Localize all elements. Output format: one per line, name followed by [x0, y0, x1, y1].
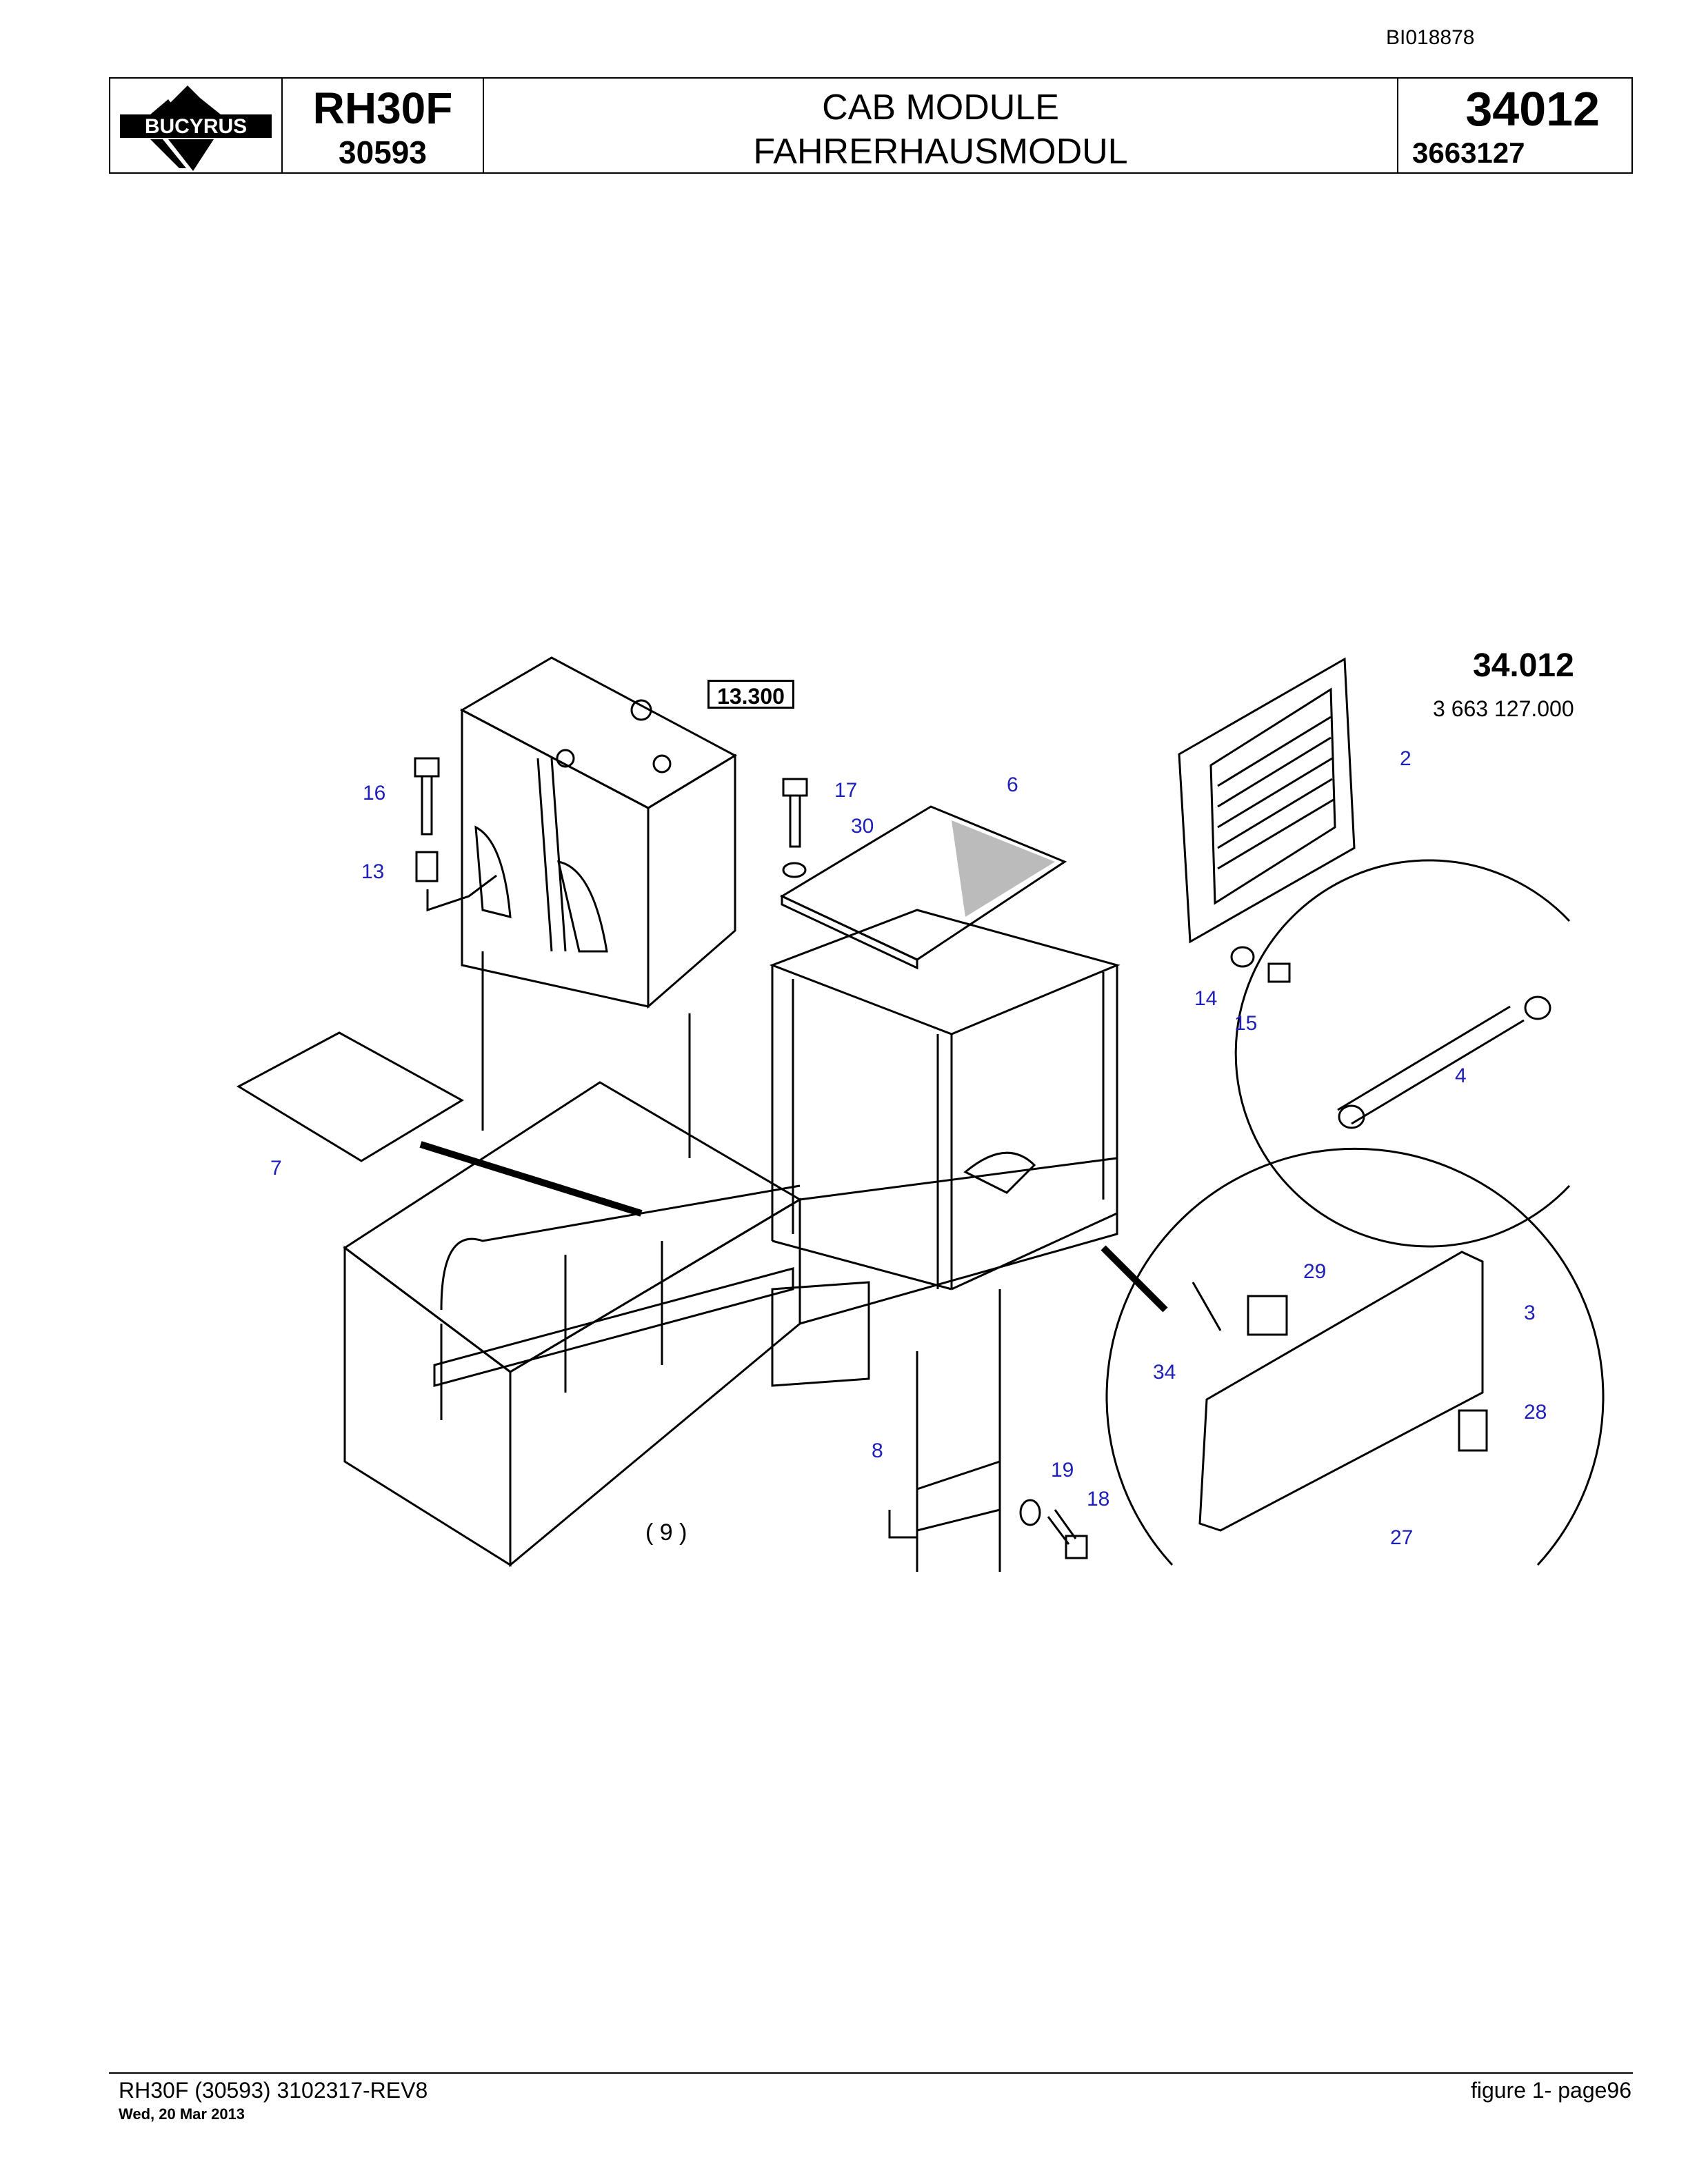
footer-document-ref: RH30F (30593) 3102317-REV8	[119, 2078, 428, 2103]
number-cell: 34012 3663127	[1397, 79, 1634, 172]
title-english: CAB MODULE	[822, 88, 1059, 128]
title-german: FAHRERHAUSMODUL	[753, 132, 1128, 172]
part-number: 3663127	[1412, 136, 1525, 169]
cover-plate-7	[236, 1031, 643, 1217]
footer-date: Wed, 20 Mar 2013	[119, 2105, 245, 2123]
grating-6	[779, 805, 1067, 970]
module-number: 34012	[1465, 82, 1600, 136]
callout-7[interactable]: 7	[270, 1157, 282, 1180]
ladder-8	[888, 1289, 1001, 1572]
logo-lettering: BUCYRUS	[145, 115, 247, 138]
bucyrus-logo: BUCYRUS	[120, 85, 272, 171]
model-cell: RH30F 30593	[281, 79, 483, 172]
callout-30[interactable]: 30	[851, 815, 874, 838]
cab-frame	[769, 909, 1121, 1291]
title-cell: CAB MODULE FAHRERHAUSMODUL	[483, 79, 1397, 172]
logo-cell: BUCYRUS	[110, 79, 281, 172]
footer-page-ref: figure 1- page96	[1470, 2078, 1631, 2103]
header-table: BUCYRUS RH30F 30593 CAB MODULE FAHRERHAU…	[109, 77, 1633, 174]
callout-3[interactable]: 3	[1524, 1302, 1536, 1324]
callout-2[interactable]: 2	[1400, 747, 1411, 770]
callout-13[interactable]: 13	[361, 860, 385, 883]
callout-17[interactable]: 17	[834, 779, 858, 802]
callout-14[interactable]: 14	[1194, 987, 1218, 1010]
callout-16[interactable]: 16	[363, 782, 386, 805]
callout-18[interactable]: 18	[1087, 1488, 1110, 1510]
reference-box[interactable]: 13.300	[707, 680, 794, 709]
document-id: BI018878	[1386, 26, 1475, 49]
control-box-drawing	[459, 656, 738, 1158]
figure-number: 34.012	[1473, 647, 1574, 684]
window-panel-2	[1178, 657, 1356, 983]
callout-6[interactable]: 6	[1007, 774, 1018, 796]
callout-15[interactable]: 15	[1234, 1012, 1258, 1035]
figure-part-number: 3 663 127.000	[1433, 696, 1574, 721]
footer-divider	[109, 2072, 1633, 2074]
base-platform	[343, 1081, 1118, 1568]
callout-27[interactable]: 27	[1390, 1526, 1414, 1549]
callout-19[interactable]: 19	[1051, 1459, 1074, 1482]
callout-8[interactable]: 8	[872, 1439, 883, 1462]
sub-assembly-reference: ( 9 )	[645, 1519, 687, 1546]
detail-handrail-4	[1234, 859, 1571, 1248]
callout-28[interactable]: 28	[1524, 1401, 1547, 1424]
model-name: RH30F	[312, 83, 453, 133]
callout-34[interactable]: 34	[1153, 1361, 1176, 1384]
callout-4[interactable]: 4	[1455, 1064, 1467, 1087]
detail-door-3	[1101, 1147, 1605, 1566]
callout-29[interactable]: 29	[1303, 1260, 1327, 1283]
serial-number: 30593	[339, 134, 427, 170]
bolt-16-spacer-13	[414, 757, 497, 912]
bolt-18-washer-19	[1019, 1499, 1088, 1559]
bolt-17-washer-30	[782, 778, 808, 878]
